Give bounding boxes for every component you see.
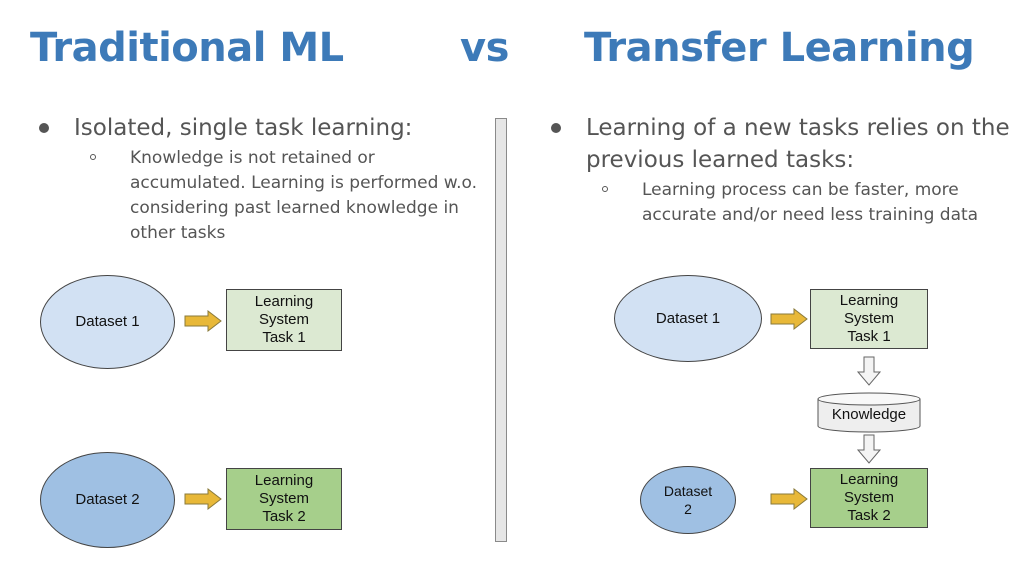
left-arrow-1-icon bbox=[184, 310, 222, 332]
knowledge-label: Knowledge bbox=[831, 406, 907, 423]
left-sub-bullet: Knowledge is not retained or accumulated… bbox=[74, 146, 480, 246]
right-sub-bullet-text: Learning process can be faster, more acc… bbox=[642, 180, 979, 225]
left-task-1-box: Learning System Task 1 bbox=[226, 289, 342, 351]
bullet-dot-icon bbox=[39, 123, 49, 133]
right-dataset-2: Dataset 2 bbox=[640, 466, 736, 534]
down-arrow-from-knowledge-icon bbox=[857, 434, 881, 464]
left-dataset-2: Dataset 2 bbox=[40, 452, 175, 548]
right-bullet-text: Learning of a new tasks relies on the pr… bbox=[586, 115, 1010, 173]
bullet-dot-icon bbox=[551, 123, 561, 133]
title-transfer-learning: Transfer Learning bbox=[584, 25, 975, 71]
left-dataset-1: Dataset 1 bbox=[40, 275, 175, 369]
sub-bullet-circle-icon bbox=[90, 154, 96, 160]
title-vs: vs bbox=[460, 25, 509, 71]
right-task-1-box: Learning System Task 1 bbox=[810, 289, 928, 349]
knowledge-database-icon bbox=[817, 392, 921, 433]
right-sub-bullet: Learning process can be faster, more acc… bbox=[586, 178, 1018, 228]
down-arrow-to-knowledge-icon bbox=[857, 356, 881, 386]
left-task-2-box: Learning System Task 2 bbox=[226, 468, 342, 530]
left-bullets: Isolated, single task learning: Knowledg… bbox=[30, 112, 480, 246]
right-task-2-box: Learning System Task 2 bbox=[810, 468, 928, 528]
left-bullet: Isolated, single task learning: Knowledg… bbox=[30, 112, 480, 246]
right-dataset-1: Dataset 1 bbox=[614, 275, 762, 362]
left-arrow-2-icon bbox=[184, 488, 222, 510]
left-sub-bullet-text: Knowledge is not retained or accumulated… bbox=[130, 148, 478, 243]
right-arrow-2-icon bbox=[770, 488, 808, 510]
sub-bullet-circle-icon bbox=[602, 186, 608, 192]
column-divider bbox=[495, 118, 507, 542]
right-bullets: Learning of a new tasks relies on the pr… bbox=[542, 112, 1018, 228]
left-bullet-text: Isolated, single task learning: bbox=[74, 115, 413, 141]
right-bullet: Learning of a new tasks relies on the pr… bbox=[542, 112, 1018, 228]
title-traditional-ml: Traditional ML bbox=[30, 25, 344, 71]
right-arrow-1-icon bbox=[770, 308, 808, 330]
